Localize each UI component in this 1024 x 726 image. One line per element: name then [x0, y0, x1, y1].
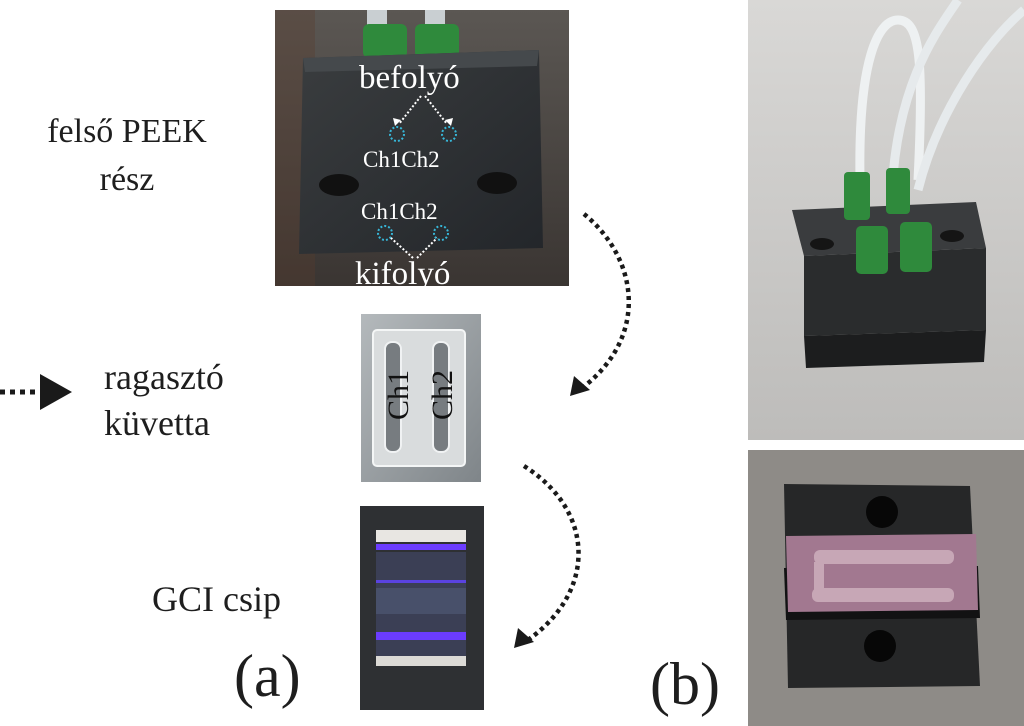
- photo-peek-block: befolyó Ch1Ch2 Ch1Ch2 kifolyó: [275, 10, 569, 286]
- photo-gci-chip: [360, 506, 484, 710]
- channels-top-label: Ch1Ch2: [363, 147, 440, 172]
- label-adhesive-cuvette: ragasztó küvetta: [104, 354, 224, 446]
- label-upper-peek-line1: felső PEEK: [47, 113, 207, 150]
- left-arrow: [0, 374, 72, 410]
- label-gci-chip: GCI csip: [152, 579, 281, 619]
- cuvette-ch2-label: Ch2: [426, 370, 459, 421]
- label-adhesive-line1: ragasztó: [104, 357, 224, 397]
- label-adhesive-line2: küvetta: [104, 403, 210, 443]
- photo-adhesive-cuvette: Ch1 Ch2: [361, 314, 481, 482]
- cuvette-ch1-label: Ch1: [382, 370, 415, 421]
- label-upper-peek: felső PEEK rész: [22, 108, 232, 204]
- panel-label-b: (b): [650, 651, 720, 717]
- inflow-label: befolyó: [359, 60, 460, 96]
- label-upper-peek-line2: rész: [99, 161, 155, 198]
- photo-assembled-holder: [748, 0, 1024, 440]
- outflow-label: kifolyó: [355, 256, 451, 286]
- photo-holder-with-chip: [748, 450, 1024, 726]
- arrow-peek-to-cuvette: [580, 212, 631, 390]
- channels-bottom-label: Ch1Ch2: [361, 199, 438, 224]
- panel-label-a: (a): [234, 643, 301, 709]
- arrow-cuvette-to-chip: [522, 464, 581, 642]
